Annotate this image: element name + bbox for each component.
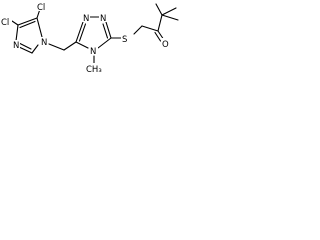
bond-c5-n4 [97, 37, 112, 49]
molecule-diagram: Cl Cl N N N N N S O CH₃ [0, 0, 186, 89]
bond-ch2-co [141, 25, 159, 32]
bond-c4-cl [11, 20, 19, 26]
bond-c5-c4 [17, 17, 38, 26]
bond-c4-n3 [15, 24, 19, 42]
atom-cl-top: Cl [37, 3, 45, 13]
atom-n-imidazole-ring: N [13, 41, 19, 51]
bond-c-o-double [154, 31, 162, 42]
bond-s-ch2 [133, 25, 143, 35]
bond-n1-c5 [36, 17, 43, 38]
methylene-linker [48, 41, 77, 51]
bond-n4-c3 [75, 41, 89, 49]
bond-c5-c4-double [19, 20, 36, 29]
atom-cl-left: Cl [1, 18, 9, 28]
atom-s: S [122, 35, 127, 45]
bond-n3-c2-double [19, 42, 32, 50]
bond-cq-me3 [161, 14, 179, 21]
atom-n-imidazole-link: N [41, 38, 47, 48]
bond-n1-ch2 [48, 43, 65, 51]
imidazole-ring [11, 8, 43, 54]
bond-n1-c5 [105, 21, 112, 39]
atom-n-triazole-2: N [100, 14, 106, 24]
bond-n1-c5-double [102, 23, 109, 39]
bond-c2-n1 [31, 44, 39, 54]
structure-svg: Cl Cl N N N N N S O CH₃ [0, 2, 179, 75]
atom-labels: Cl Cl N N N N N S O CH₃ [0, 2, 170, 75]
triazole-ring [75, 16, 112, 65]
bond-cq-me2 [161, 7, 177, 16]
bond-co-cq [157, 14, 163, 32]
bond-ch2-c3 [63, 41, 77, 51]
bond-c3-n2-double [78, 23, 87, 42]
atom-methyl: CH₃ [86, 65, 102, 75]
bond-n3-c2 [18, 46, 33, 54]
bond-cq-me1 [155, 3, 163, 16]
bond-c3-n2 [75, 21, 84, 43]
atom-o: O [162, 40, 169, 50]
atom-n-triazole-1: N [83, 14, 89, 24]
atom-n-triazole-4: N [90, 47, 96, 57]
side-chain [110, 3, 179, 42]
